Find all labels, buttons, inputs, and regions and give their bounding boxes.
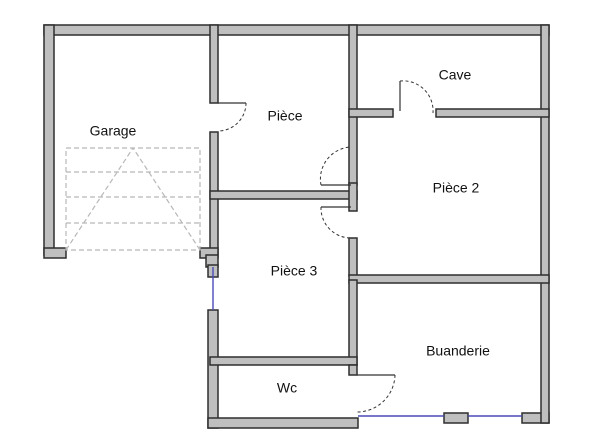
label-cave: Cave [439, 67, 472, 83]
windows [212, 267, 522, 417]
wall-piece2-left-lower [348, 237, 358, 277]
door-wc-arc [356, 374, 396, 413]
wall-cave-bottom-left [348, 108, 394, 118]
label-piece2: Pièce 2 [433, 180, 480, 196]
door-cave-arc [399, 80, 434, 114]
wall-wc-right [348, 364, 358, 376]
wall-bottom-left [207, 417, 359, 429]
wall-piece2-bottom [348, 274, 550, 284]
door-piece-arc [319, 146, 352, 186]
wall-piece3-wc [209, 356, 358, 366]
wall-piece-cave [348, 24, 358, 186]
wall-cave-bottom-right [435, 108, 550, 118]
wall-right [540, 24, 550, 424]
room-labels: Garage Pièce Cave Pièce 2 Pièce 3 Buande… [90, 67, 490, 396]
garage-door-diag-right [132, 147, 201, 251]
garage-door-frame [65, 147, 201, 251]
label-wc: Wc [277, 380, 297, 396]
label-piece3: Pièce 3 [271, 263, 318, 279]
label-piece: Pièce [267, 108, 302, 124]
garage-door-diag-left [65, 147, 134, 251]
door-garage-arc [217, 102, 247, 132]
wall-garage-right-upper [209, 24, 219, 104]
wall-piece-piece3 [209, 190, 358, 200]
garage-door [65, 147, 201, 251]
doors [217, 80, 434, 413]
door-piece3-arc [320, 206, 352, 239]
label-garage: Garage [90, 123, 137, 139]
wall-piece3-right [348, 279, 358, 366]
wall-garage-bottom-left [43, 247, 67, 259]
walls [43, 24, 550, 429]
wall-left-garage [43, 24, 55, 256]
label-buanderie: Buanderie [426, 343, 490, 359]
wall-bottom-stub-1 [443, 412, 469, 424]
wall-left-lower [207, 309, 219, 429]
wall-top [43, 24, 550, 36]
wall-piece2-left-mid [348, 182, 358, 212]
